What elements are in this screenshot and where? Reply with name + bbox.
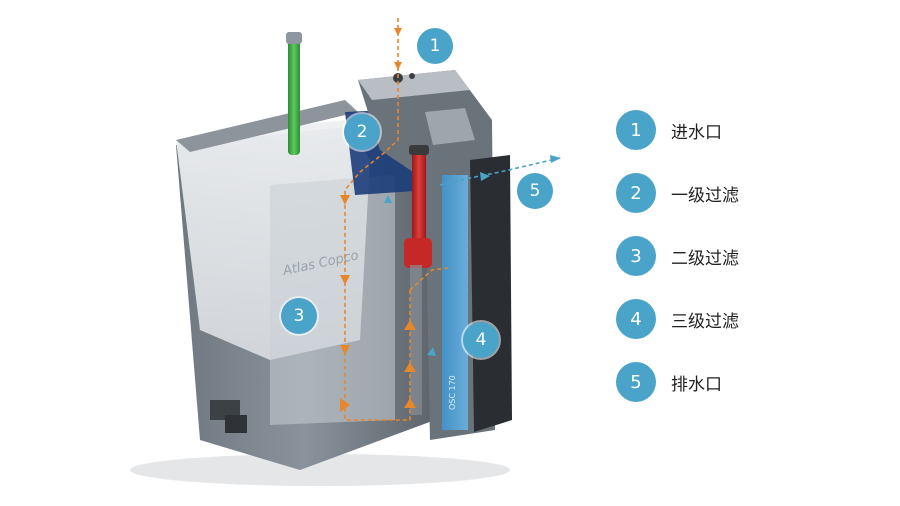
legend-label: 二级过滤 bbox=[671, 248, 739, 269]
tower-top bbox=[358, 70, 470, 100]
orange-flow-path bbox=[344, 18, 449, 421]
legend-item-2: 2 一级过滤 bbox=[616, 173, 739, 213]
marker-3: 3 bbox=[281, 298, 317, 334]
marker-2: 2 bbox=[344, 114, 380, 150]
tank-rim bbox=[176, 100, 358, 152]
legend-label: 一级过滤 bbox=[671, 185, 739, 206]
legend-item-3: 3 二级过滤 bbox=[616, 236, 739, 276]
indicator-port bbox=[409, 73, 415, 79]
green-level-rod bbox=[288, 35, 300, 155]
final-filter-column bbox=[442, 175, 468, 430]
green-rod-cap bbox=[286, 32, 302, 44]
legend-label: 进水口 bbox=[671, 122, 722, 143]
legend-label: 三级过滤 bbox=[671, 311, 739, 332]
inner-chamber bbox=[270, 175, 395, 425]
floor-shadow bbox=[130, 454, 510, 486]
foot-front bbox=[225, 415, 247, 433]
side-panel bbox=[470, 155, 512, 432]
legend-item-4: 4 三级过滤 bbox=[616, 299, 739, 339]
marker-1: 1 bbox=[417, 28, 453, 64]
red-cartridge-body bbox=[404, 238, 432, 268]
legend-label: 排水口 bbox=[671, 374, 722, 395]
marker-4: 4 bbox=[463, 322, 499, 358]
legend-item-1: 1 进水口 bbox=[616, 110, 722, 150]
legend-number: 1 bbox=[616, 110, 656, 150]
legend-number: 4 bbox=[616, 299, 656, 339]
outlet-flow-arrows bbox=[384, 155, 561, 356]
marker-5: 5 bbox=[517, 173, 553, 209]
red-cartridge-stem bbox=[412, 150, 426, 245]
legend-item-5: 5 排水口 bbox=[616, 362, 722, 402]
outlet-flow-path bbox=[439, 157, 561, 186]
red-cartridge-cap bbox=[409, 145, 429, 155]
filter-tube bbox=[410, 265, 422, 415]
legend-number: 5 bbox=[616, 362, 656, 402]
legend-number: 2 bbox=[616, 173, 656, 213]
orange-flow-arrows bbox=[340, 28, 416, 412]
display-panel bbox=[425, 108, 475, 145]
side-label: OSC 170 bbox=[448, 375, 457, 410]
legend-number: 3 bbox=[616, 236, 656, 276]
